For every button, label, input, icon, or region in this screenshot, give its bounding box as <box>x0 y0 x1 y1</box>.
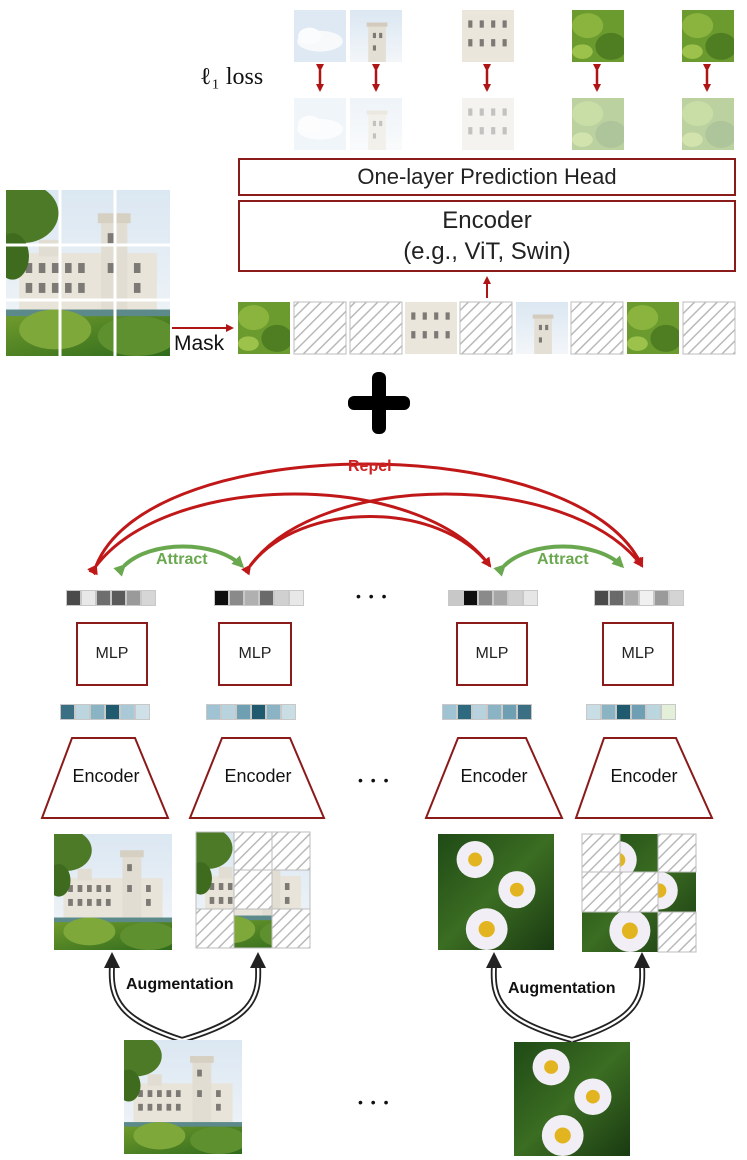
l1-loss-label: ℓ₁ loss <box>200 64 264 90</box>
source-image-grid <box>6 190 170 356</box>
mlp-box: MLP <box>218 622 292 686</box>
encoder-title: Encoder <box>442 206 532 234</box>
mlp-label: MLP <box>475 645 509 662</box>
mlp-label: MLP <box>621 645 655 662</box>
attract-label: Attract <box>156 551 208 568</box>
augmentation-label: Augmentation <box>508 980 616 997</box>
repel-label: Repel <box>348 458 392 475</box>
encoder-label: Encoder <box>460 766 528 786</box>
mlp-label: MLP <box>95 645 129 662</box>
mlp-label: MLP <box>238 645 272 662</box>
augmentation-arrows <box>104 952 650 1043</box>
augmented-views <box>54 831 697 953</box>
feature-vector <box>214 590 304 606</box>
mlp-box: MLP <box>602 622 674 686</box>
encoder-label: Encoder <box>72 766 140 786</box>
feature-vector <box>594 590 684 606</box>
l1-loss-arrows <box>316 64 711 92</box>
mlp-box: MLP <box>456 622 528 686</box>
plus-icon <box>348 372 410 434</box>
feature-vector <box>60 704 150 720</box>
attract-arrows <box>113 544 625 577</box>
ellipsis: • • • <box>358 772 391 788</box>
encoder-trapezoids <box>40 737 714 819</box>
augmentation-label: Augmentation <box>126 976 234 993</box>
encoder-box: Encoder (e.g., ViT, Swin) <box>238 200 736 272</box>
repel-arrows <box>87 462 644 576</box>
ellipsis: • • • <box>358 1094 391 1110</box>
feature-vector <box>66 590 156 606</box>
encoder-label: Encoder <box>610 766 678 786</box>
encoder-examples: (e.g., ViT, Swin) <box>403 238 571 265</box>
ellipsis: • • • <box>356 588 389 604</box>
prediction-head-label: One-layer Prediction Head <box>357 164 617 189</box>
attract-label: Attract <box>537 551 589 568</box>
masked-patch-sequence <box>238 301 736 355</box>
feature-vector <box>206 704 296 720</box>
encoder-label: Encoder <box>224 766 292 786</box>
predicted-patches <box>294 98 734 150</box>
feature-vector <box>448 590 538 606</box>
target-patches <box>294 10 734 62</box>
mlp-box: MLP <box>76 622 148 686</box>
feature-vector <box>442 704 532 720</box>
feature-vector <box>586 704 676 720</box>
prediction-head-box: One-layer Prediction Head <box>238 158 736 196</box>
mask-label: Mask <box>174 332 225 355</box>
